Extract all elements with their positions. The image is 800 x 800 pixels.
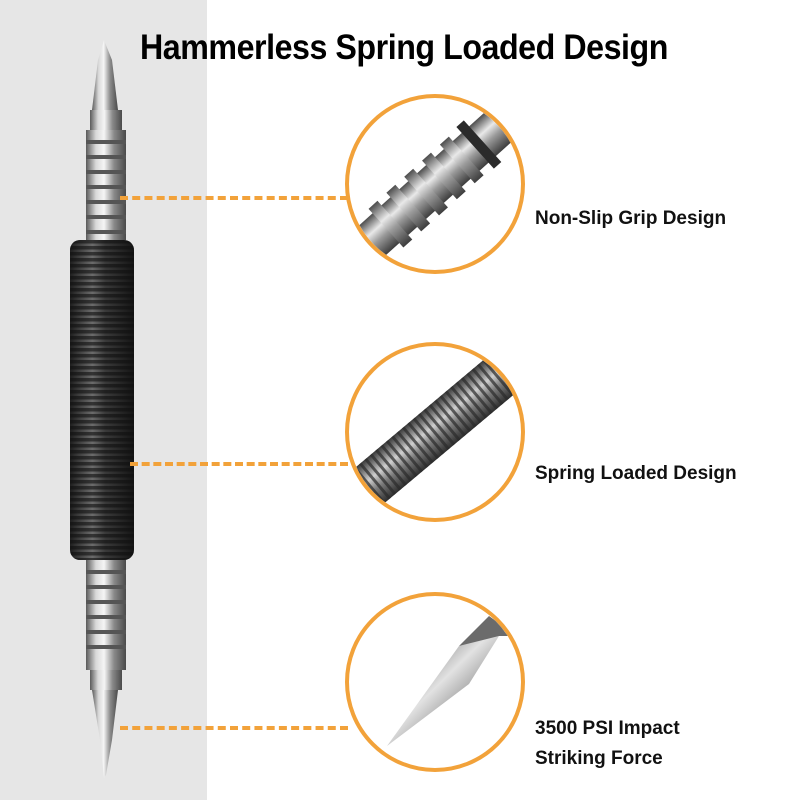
- tip-label: 3500 PSI Impact Striking Force: [535, 714, 680, 774]
- grip-closeup-icon: [350, 99, 521, 264]
- page-title: Hammerless Spring Loaded Design: [140, 28, 668, 67]
- connector-line-1: [120, 196, 348, 200]
- bottom-grip: [86, 560, 126, 670]
- tip-label-line1: 3500 PSI Impact: [535, 718, 680, 739]
- spring-closeup-icon: [349, 348, 521, 514]
- top-grip: [86, 130, 126, 240]
- tip-label-line2: Striking Force: [535, 748, 663, 769]
- tip-closeup-icon: [387, 616, 517, 746]
- spring-label: Spring Loaded Design: [535, 463, 737, 484]
- tip-closeup-circle: [345, 592, 525, 772]
- grip-label: Non-Slip Grip Design: [535, 208, 727, 229]
- center-punch-tool-icon: [70, 40, 134, 778]
- connector-line-3: [120, 726, 348, 730]
- grip-closeup-circle: [345, 94, 525, 274]
- connector-line-2: [130, 462, 348, 466]
- spring-closeup-circle: [345, 342, 525, 522]
